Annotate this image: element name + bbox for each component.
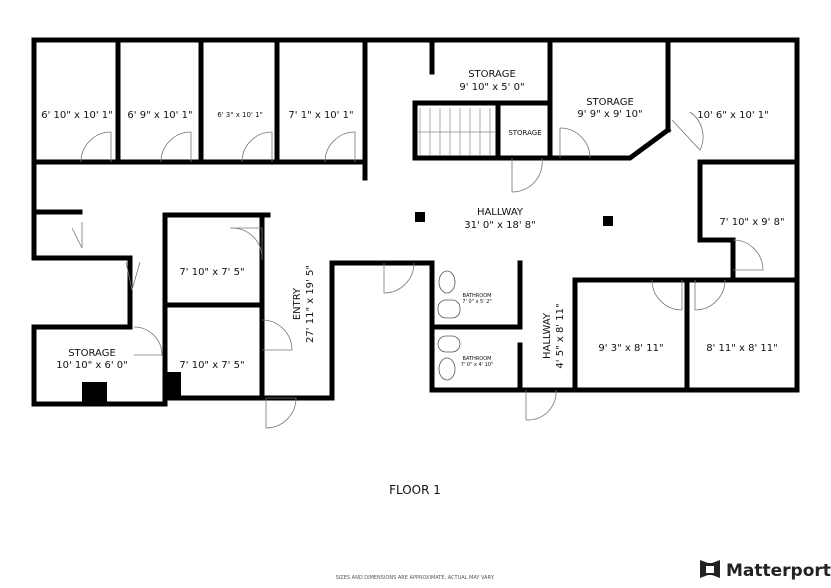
room-dims: 7' 0" x 4' 10" (461, 362, 494, 368)
room-name: BATHROOM (463, 293, 492, 299)
room-dims: 9' 9" x 9' 10" (577, 109, 642, 120)
room-labels: 6' 10" x 10' 1" 6' 9" x 10' 1" 6' 3" x 1… (41, 69, 784, 371)
room-dims: 8' 11" x 8' 11" (706, 343, 778, 354)
room-name: BATHROOM (463, 356, 492, 362)
fixtures (437, 270, 461, 381)
room-dims: 7' 1" x 10' 1" (288, 110, 353, 121)
room-dims: 4' 5" x 8' 11" (555, 303, 566, 368)
room-name: STORAGE (68, 348, 116, 359)
room-name: HALLWAY (542, 312, 553, 359)
walls (31, 37, 800, 407)
room-dims: 27' 11" x 19' 5" (305, 265, 316, 343)
brand-name: Matterport (726, 561, 831, 581)
room-name: STORAGE (586, 97, 634, 108)
room-dims: 10' 6" x 10' 1" (697, 110, 769, 121)
room-name: STORAGE (468, 69, 516, 80)
stairs (418, 108, 495, 156)
room-dims: 7' 0" x 5' 2" (462, 299, 491, 305)
room-name: HALLWAY (477, 207, 524, 218)
doors[interactable] (71, 111, 764, 429)
room-name: ENTRY (292, 287, 303, 320)
room-dims: 10' 10" x 6' 0" (56, 360, 128, 371)
disclaimer: SIZES AND DIMENSIONS ARE APPROXIMATE, AC… (336, 575, 495, 581)
room-dims: 6' 3" x 10' 1" (217, 111, 263, 119)
room-dims: 7' 10" x 7' 5" (179, 360, 244, 371)
room-dims: 7' 10" x 7' 5" (179, 267, 244, 278)
room-dims: 6' 9" x 10' 1" (127, 110, 192, 121)
floor-label: FLOOR 1 (389, 483, 441, 497)
room-dims: 31' 0" x 18' 8" (464, 220, 536, 231)
room-dims: 9' 10" x 5' 0" (459, 82, 524, 93)
room-dims: 7' 10" x 9' 8" (719, 217, 784, 228)
room-dims: 6' 10" x 10' 1" (41, 110, 113, 121)
room-name: STORAGE (508, 129, 541, 137)
room-dims: 9' 3" x 8' 11" (598, 343, 663, 354)
matterport-logo-icon (700, 560, 720, 578)
